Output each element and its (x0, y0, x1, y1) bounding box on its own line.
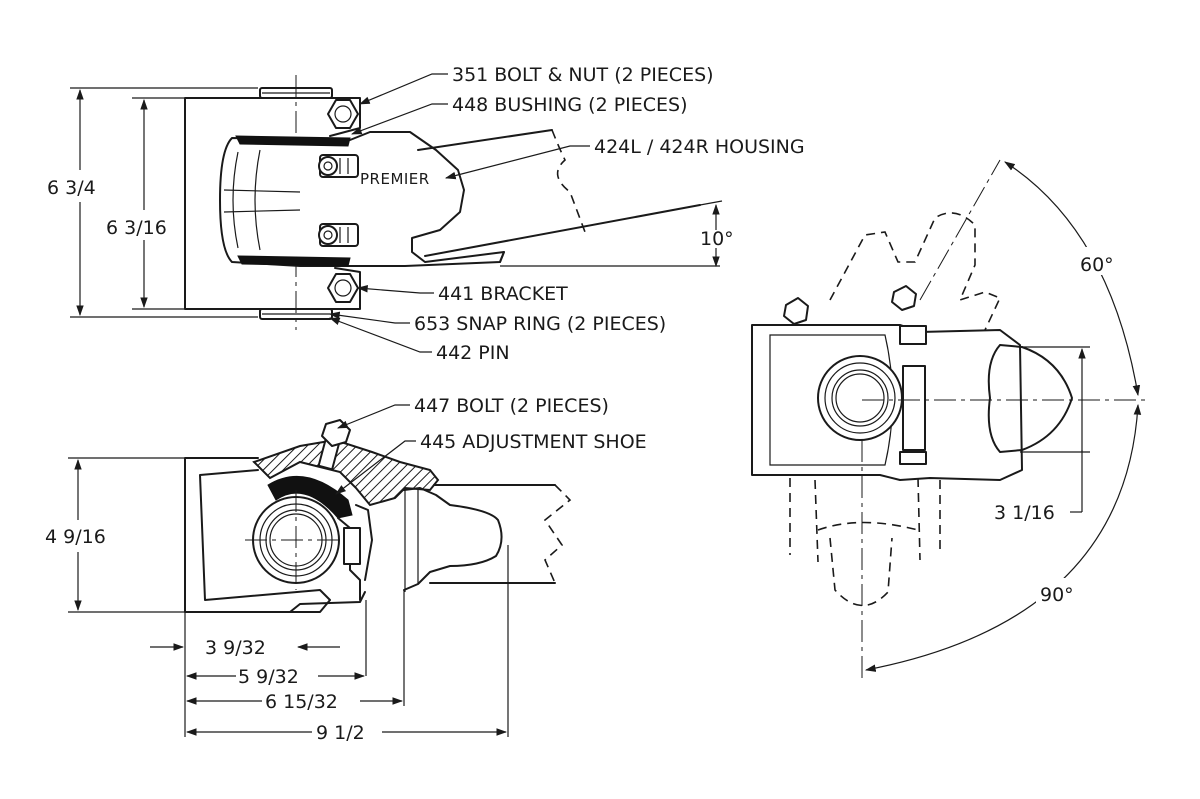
bushing-bottom (237, 255, 351, 267)
dim-d4: 9 1/2 (316, 722, 365, 744)
dim-jaw-opening: 3 1/16 (994, 502, 1055, 524)
dim-overall-height: 6 3/4 (47, 177, 96, 199)
dim-d2: 5 9/32 (238, 666, 299, 688)
dim-rotation-down: 90° (1040, 584, 1074, 606)
housing-bolt-lower (318, 223, 359, 247)
bolt-head-bottom (327, 273, 359, 303)
dim-d3: 6 15/32 (265, 691, 338, 713)
brand-text: PREMIER (360, 170, 430, 188)
front-hub-outer (817, 355, 903, 441)
dim-tilt-angle: 10° (700, 228, 734, 250)
dim-d1: 3 9/32 (205, 637, 266, 659)
callout-pin: 442 PIN (436, 342, 510, 364)
ghost-hook-90 (789, 477, 941, 607)
housing-body (219, 131, 505, 267)
dim-side-height: 4 9/16 (45, 526, 106, 548)
hook-arm (417, 129, 701, 263)
break-line-top (551, 129, 586, 233)
adjustment-shoe (267, 475, 353, 519)
callout-shoe: 445 ADJUSTMENT SHOE (420, 431, 647, 453)
side-housing-nose (337, 504, 373, 601)
callout-bolt: 447 BOLT (2 PIECES) (414, 395, 609, 417)
callout-snap-ring: 653 SNAP RING (2 PIECES) (414, 313, 666, 335)
top-view: PREMIER 10° 6 3/4 6 3/16 351 BOLT & NUT … (47, 64, 805, 364)
break-line-side (543, 484, 572, 584)
dim-inner-height: 6 3/16 (106, 217, 167, 239)
callout-bushing: 448 BUSHING (2 PIECES) (452, 94, 688, 116)
arc-60 (1004, 161, 1141, 397)
callout-bolt-nut: 351 BOLT & NUT (2 PIECES) (452, 64, 714, 86)
rotation-view: 3 1/16 60° 90° (751, 159, 1145, 678)
callout-housing: 424L / 424R HOUSING (594, 136, 805, 158)
side-hook-jaw (403, 487, 503, 591)
bolt-head-top (327, 99, 359, 129)
side-bracket (184, 457, 331, 613)
dim-rotation-up: 60° (1080, 254, 1114, 276)
housing-bolt-upper (318, 154, 359, 178)
side-bolt (317, 419, 351, 471)
ghost-hook-60 (829, 212, 1002, 331)
front-lock-bar (902, 365, 926, 451)
bushing-top (235, 135, 351, 147)
callout-bracket: 441 BRACKET (438, 283, 568, 305)
side-view: 4 9/16 3 9/32 5 9/32 6 15/32 9 1/2 447 B… (45, 395, 647, 744)
